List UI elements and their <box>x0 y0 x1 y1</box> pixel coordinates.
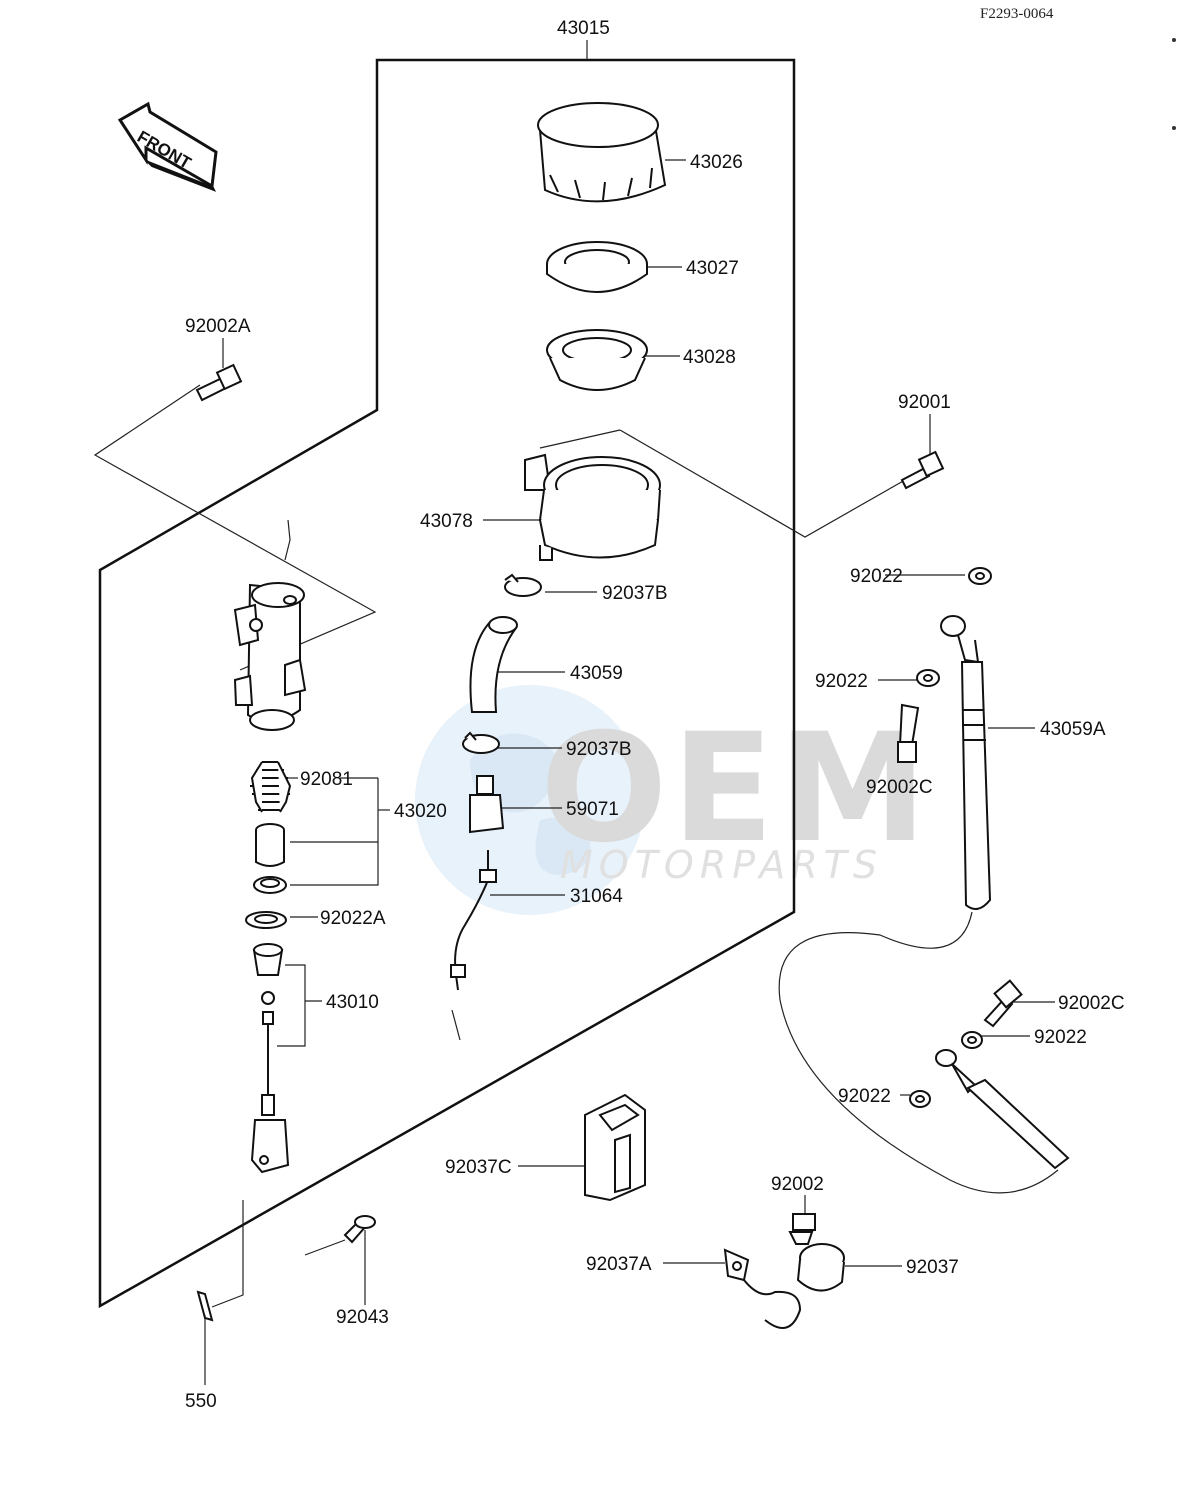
reservoir-tank <box>524 453 661 561</box>
banjo-bolt <box>897 703 920 763</box>
diaphragm-plate <box>546 329 648 391</box>
circlip <box>245 911 287 929</box>
part-label-92037A: 92037A <box>586 1254 652 1275</box>
watermark-tagline: MOTORPARTS <box>560 843 883 887</box>
part-label-43059: 43059 <box>570 663 623 684</box>
part-label-43026: 43026 <box>690 152 743 173</box>
reservoir-hose <box>469 616 518 713</box>
part-label-92037: 92037 <box>906 1257 959 1278</box>
part-label-92002C: 92002C <box>1058 993 1125 1014</box>
master-cylinder-body <box>233 582 307 731</box>
strap-clip <box>723 1248 802 1329</box>
diaphragm-gasket <box>546 241 648 293</box>
part-label-92037C: 92037C <box>445 1157 512 1178</box>
part-label-92002C: 92002C <box>866 777 933 798</box>
part-label-43027: 43027 <box>686 258 739 279</box>
part-label-92001: 92001 <box>898 392 951 413</box>
part-label-92081: 92081 <box>300 769 353 790</box>
part-label-92002: 92002 <box>771 1174 824 1195</box>
margin-dot <box>1172 126 1176 130</box>
push-rod <box>250 943 290 1174</box>
leader-lines <box>93 40 1059 1385</box>
part-label-43020: 43020 <box>394 801 447 822</box>
part-label-43059A: 43059A <box>1040 719 1106 740</box>
part-label-43028: 43028 <box>683 347 736 368</box>
hose-guide <box>584 1093 646 1202</box>
screw <box>788 1213 816 1245</box>
part-label-92002A: 92002A <box>185 316 251 337</box>
part-label-92022: 92022 <box>838 1086 891 1107</box>
piston-cup <box>253 876 287 894</box>
part-label-43010: 43010 <box>326 992 379 1013</box>
part-label-59071: 59071 <box>566 799 619 820</box>
part-label-92022A: 92022A <box>320 908 386 929</box>
hose-clamp <box>462 731 500 754</box>
part-label-43015: 43015 <box>557 18 610 39</box>
brake-hose <box>940 615 992 910</box>
part-label-31064: 31064 <box>570 886 623 907</box>
piston-spring <box>250 761 292 813</box>
part-label-550: 550 <box>185 1391 217 1412</box>
part-label-92037B: 92037B <box>566 739 632 760</box>
front-arrow-icon: FRONT <box>117 101 218 192</box>
part-label-92022: 92022 <box>815 671 868 692</box>
washer <box>909 1090 931 1108</box>
part-label-92037B: 92037B <box>602 583 668 604</box>
washer <box>968 567 992 585</box>
part-label-43078: 43078 <box>420 511 473 532</box>
cotter-pin <box>196 1290 214 1322</box>
part-label-92022: 92022 <box>850 566 903 587</box>
assembly-boundary <box>98 58 796 1309</box>
part-labels: 43015 43026 43027 43028 92002A 92001 430… <box>185 18 1125 1412</box>
grommet-cap <box>796 1243 845 1292</box>
watermark-brand: OEM <box>540 702 931 876</box>
piston <box>255 823 285 867</box>
margin-dot <box>1172 38 1176 42</box>
reservoir-cap <box>537 102 667 203</box>
hose-fitting <box>469 775 505 834</box>
banjo-bolt <box>983 979 1023 1028</box>
brake-hose-end <box>935 1049 1070 1170</box>
clevis-pin <box>343 1215 376 1244</box>
bolt <box>195 363 243 402</box>
brake-pipe <box>450 850 497 991</box>
part-label-92043: 92043 <box>336 1307 389 1328</box>
hose-clamp <box>504 573 542 597</box>
bolt <box>900 450 945 490</box>
washer <box>916 669 940 687</box>
washer <box>961 1031 983 1049</box>
document-code: F2293-0064 <box>980 6 1054 22</box>
part-label-92022: 92022 <box>1034 1027 1087 1048</box>
